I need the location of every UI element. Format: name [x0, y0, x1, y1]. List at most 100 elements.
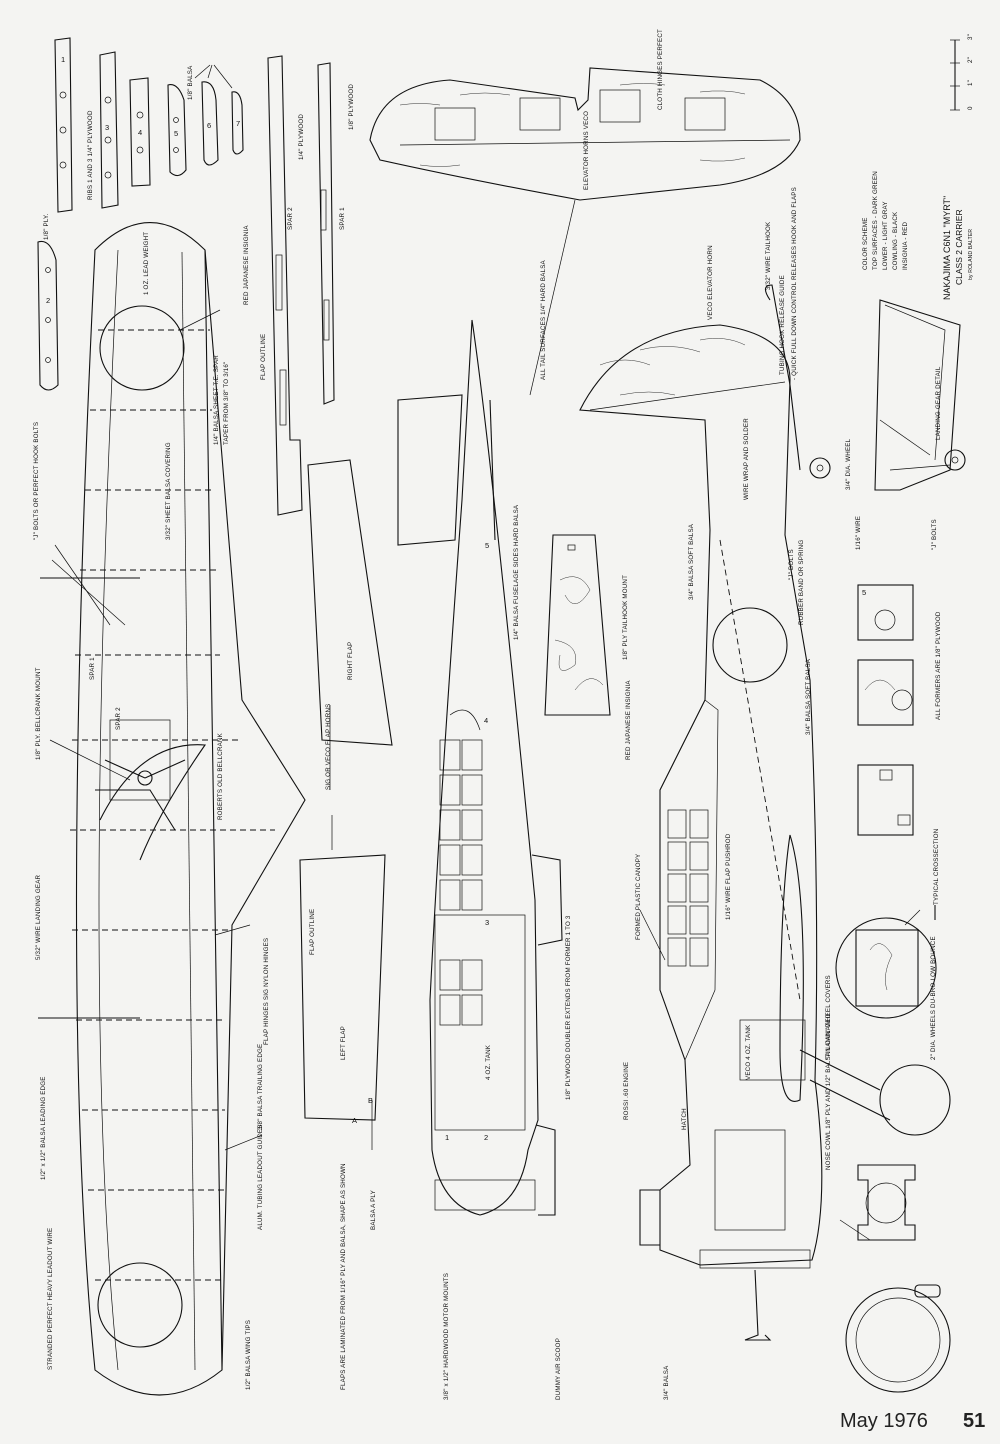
label-ply-doubler: 1/8" PLYWOOD DOUBLER EXTENDS FROM FORMER…: [565, 915, 572, 1100]
label-j-bolts2: "J" BOLTS: [788, 549, 795, 580]
fuselage-top-view: [397, 319, 563, 1216]
flaps: [299, 459, 393, 1150]
label-te-taper: TAPER FROM 3/8" TO 3/16": [223, 362, 230, 445]
plan-subtitle: CLASS 2 CARRIER: [954, 209, 964, 285]
label-elevator-horns: ELEVATOR HORNS VECO: [583, 111, 590, 190]
former-label-5: 5: [862, 588, 866, 597]
former-num-2: 2: [484, 1133, 488, 1142]
label-j-bolts3: "J" BOLTS: [931, 519, 938, 550]
former-num-1: 1: [445, 1133, 449, 1142]
label-dia-wheels: 2" DIA. WHEELS DU-BRO LOW BOUNCE: [930, 936, 937, 1060]
label-canopy: FORMED PLASTIC CANOPY: [635, 854, 642, 940]
label-te-spar: 1/4" BALSA SHEET T.E. SPAR: [213, 355, 220, 445]
label-leadout-wire: STRANDED PERFECT HEAVY LEADOUT WIRE: [47, 1228, 54, 1370]
stabilizer-plan: [369, 67, 801, 201]
label-dia-wheel: 3/4" DIA. WHEEL: [845, 438, 852, 490]
label-flaps-laminated: FLAPS ARE LAMINATED FROM 1/16" PLY AND B…: [340, 1163, 347, 1390]
label-rubber-band: RUBBER BAND OR SPRING: [798, 540, 805, 625]
leader-lines: [49, 199, 921, 1241]
label-tail-surfaces: ALL TAIL SURFACES 1/4" HARD BALSA: [540, 259, 547, 380]
label-right-flap: RIGHT FLAP: [347, 642, 354, 680]
flap-mark-a: A: [352, 1116, 357, 1125]
label-landing-gear-wire: 5/32" WIRE LANDING GEAR: [35, 874, 42, 960]
label-fuselage-sides: 1/4" BALSA FUSELAGE SIDES HARD BALSA: [513, 504, 520, 640]
tailhook-mount: [544, 534, 611, 716]
rib-num-2: 2: [46, 296, 50, 305]
fuselage-side-view: [579, 284, 951, 1341]
label-red-insignia-wing: RED JAPANESE INSIGNIA: [243, 225, 250, 305]
landing-gear-detail: [874, 299, 966, 491]
label-hook-control: - QUICK FULL DOWN CONTROL RELEASES HOOK …: [791, 187, 798, 380]
color-scheme-1: TOP SURFACES - DARK GREEN: [872, 171, 879, 270]
label-air-scoop: DUMMY AIR SCOOP: [555, 1338, 562, 1400]
label-spar2-in: SPAR 2: [115, 707, 122, 730]
label-ribs-ply: RIBS 1 AND 3 1/4" PLYWOOD: [87, 110, 94, 200]
label-nose-cowl: NOSE COWL 1/8" PLY AND 1/2" BALSA LAMINA…: [825, 1013, 832, 1170]
rib-num-7: 7: [236, 119, 240, 128]
label-ply-18b: 1/8" PLYWOOD: [348, 84, 355, 130]
label-flap-outline-mid: FLAP OUTLINE: [309, 909, 316, 955]
label-wire-wrap: WIRE WRAP AND SOLDER: [743, 418, 750, 500]
scale-tick-1: 1": [967, 80, 974, 86]
label-flap-pushrod: 1/16" WIRE FLAP PUSHROD: [725, 833, 732, 920]
footer-date: May 1976: [840, 1410, 928, 1432]
label-left-flap: LEFT FLAP: [340, 1026, 347, 1060]
rib-templates: [37, 37, 244, 391]
label-soft-balsa1: 3/4" BALSA SOFT BALSA: [688, 523, 695, 600]
rib-num-1: 1: [61, 55, 65, 64]
former-num-5: 5: [485, 541, 489, 550]
label-flap-hinges: FLAP HINGES SIG NYLON HINGES: [263, 938, 270, 1045]
label-tailhook-mount: 1/8" PLY TAILHOOK MOUNT: [622, 575, 629, 660]
color-scheme-2: LOWER - LIGHT GRAY: [882, 201, 889, 270]
former-num-3: 3: [485, 918, 489, 927]
label-formers-ply: ALL FORMERS ARE 1/8" PLYWOOD: [935, 611, 942, 720]
label-veco-tank: VECO 4 OZ. TANK: [745, 1024, 752, 1080]
rib-num-3: 3: [105, 123, 109, 132]
title-block: NAKAJIMA C6N1 "MYRT" CLASS 2 CARRIER by …: [862, 171, 974, 300]
label-lead-weight: 1 OZ. LEAD WEIGHT: [143, 232, 150, 295]
label-spar2: SPAR 2: [287, 207, 294, 230]
former-num-4: 4: [484, 716, 488, 725]
rib-num-6: 6: [207, 121, 211, 130]
label-landing-gear-detail: LANDING GEAR DETAIL: [935, 366, 942, 440]
scale-tick-2: 2": [967, 57, 974, 63]
rib-num-4: 4: [138, 128, 142, 137]
label-typical-cross: TYPICAL CROSSECTION: [933, 829, 940, 905]
label-sheet-cover: 3/32" SHEET BALSA COVERING: [165, 442, 172, 540]
scale-tick-3: 3": [967, 34, 974, 40]
label-spar1-in: SPAR 1: [89, 657, 96, 680]
label-motor-mounts: 3/8" x 1/2" HARDWOOD MOTOR MOUNTS: [443, 1273, 450, 1400]
rib-num-5: 5: [174, 129, 178, 138]
label-leading-edge: 1/2" x 1/2" BALSA LEADING EDGE: [40, 1076, 47, 1180]
color-scheme-0: COLOR SCHEME: [862, 217, 869, 270]
label-ply-18: 1/8" PLY.: [43, 213, 50, 240]
footer-page-number: 51: [963, 1410, 986, 1432]
scale-bar: 0 1" 2" 3": [950, 34, 974, 111]
label-soft-balsa2: 3/4" BALSA SOFT BALSA: [805, 658, 812, 735]
label-balsa-34: 3/4" BALSA: [663, 1365, 670, 1400]
label-red-insignia-fus: RED JAPANESE INSIGNIA: [625, 680, 632, 760]
label-hatch: HATCH: [681, 1108, 688, 1130]
label-engine: ROSSI .60 ENGINE: [623, 1062, 630, 1120]
color-scheme-3: COWLING - BLACK: [892, 211, 899, 270]
flap-mark-b: B: [368, 1096, 373, 1105]
label-balsa-ply: BALSA A PLY: [370, 1190, 377, 1230]
label-veco-horn: VECO ELEVATOR HORN: [707, 245, 714, 320]
plan-author: by ROLAND BALTER: [968, 229, 974, 280]
label-trailing-edge: 3/8" BALSA TRAILING EDGE: [257, 1044, 264, 1130]
label-wire-tailhook: 3/32" WIRE TAILHOOK: [765, 221, 772, 290]
label-leadout-guides: ALUM. TUBING LEADOUT GUIDES: [257, 1124, 264, 1230]
label-wire-116: 1/16" WIRE: [855, 516, 862, 550]
label-wheel-covers: "TIN CAN" WHEEL COVERS: [825, 975, 832, 1060]
label-spar1: SPAR 1: [339, 207, 346, 230]
label-bellcrank: ROBERTS OLD BELLCRANK: [217, 732, 224, 820]
label-hook-guide: TUBING HOOK RELEASE GUIDE: [779, 275, 786, 375]
spar-templates: [267, 55, 335, 516]
label-j-bolts: "J" BOLTS OR PERFECT HOOK BOLTS: [33, 422, 40, 540]
page-footer: May 1976 51: [840, 1410, 990, 1436]
scale-tick-0: 0: [967, 106, 974, 110]
label-ply-14: 1/4" PLYWOOD: [298, 114, 305, 160]
label-tank-4oz: 4 OZ. TANK: [485, 1044, 492, 1080]
label-wing-tips: 1/2" BALSA WING TIPS: [245, 1320, 252, 1390]
